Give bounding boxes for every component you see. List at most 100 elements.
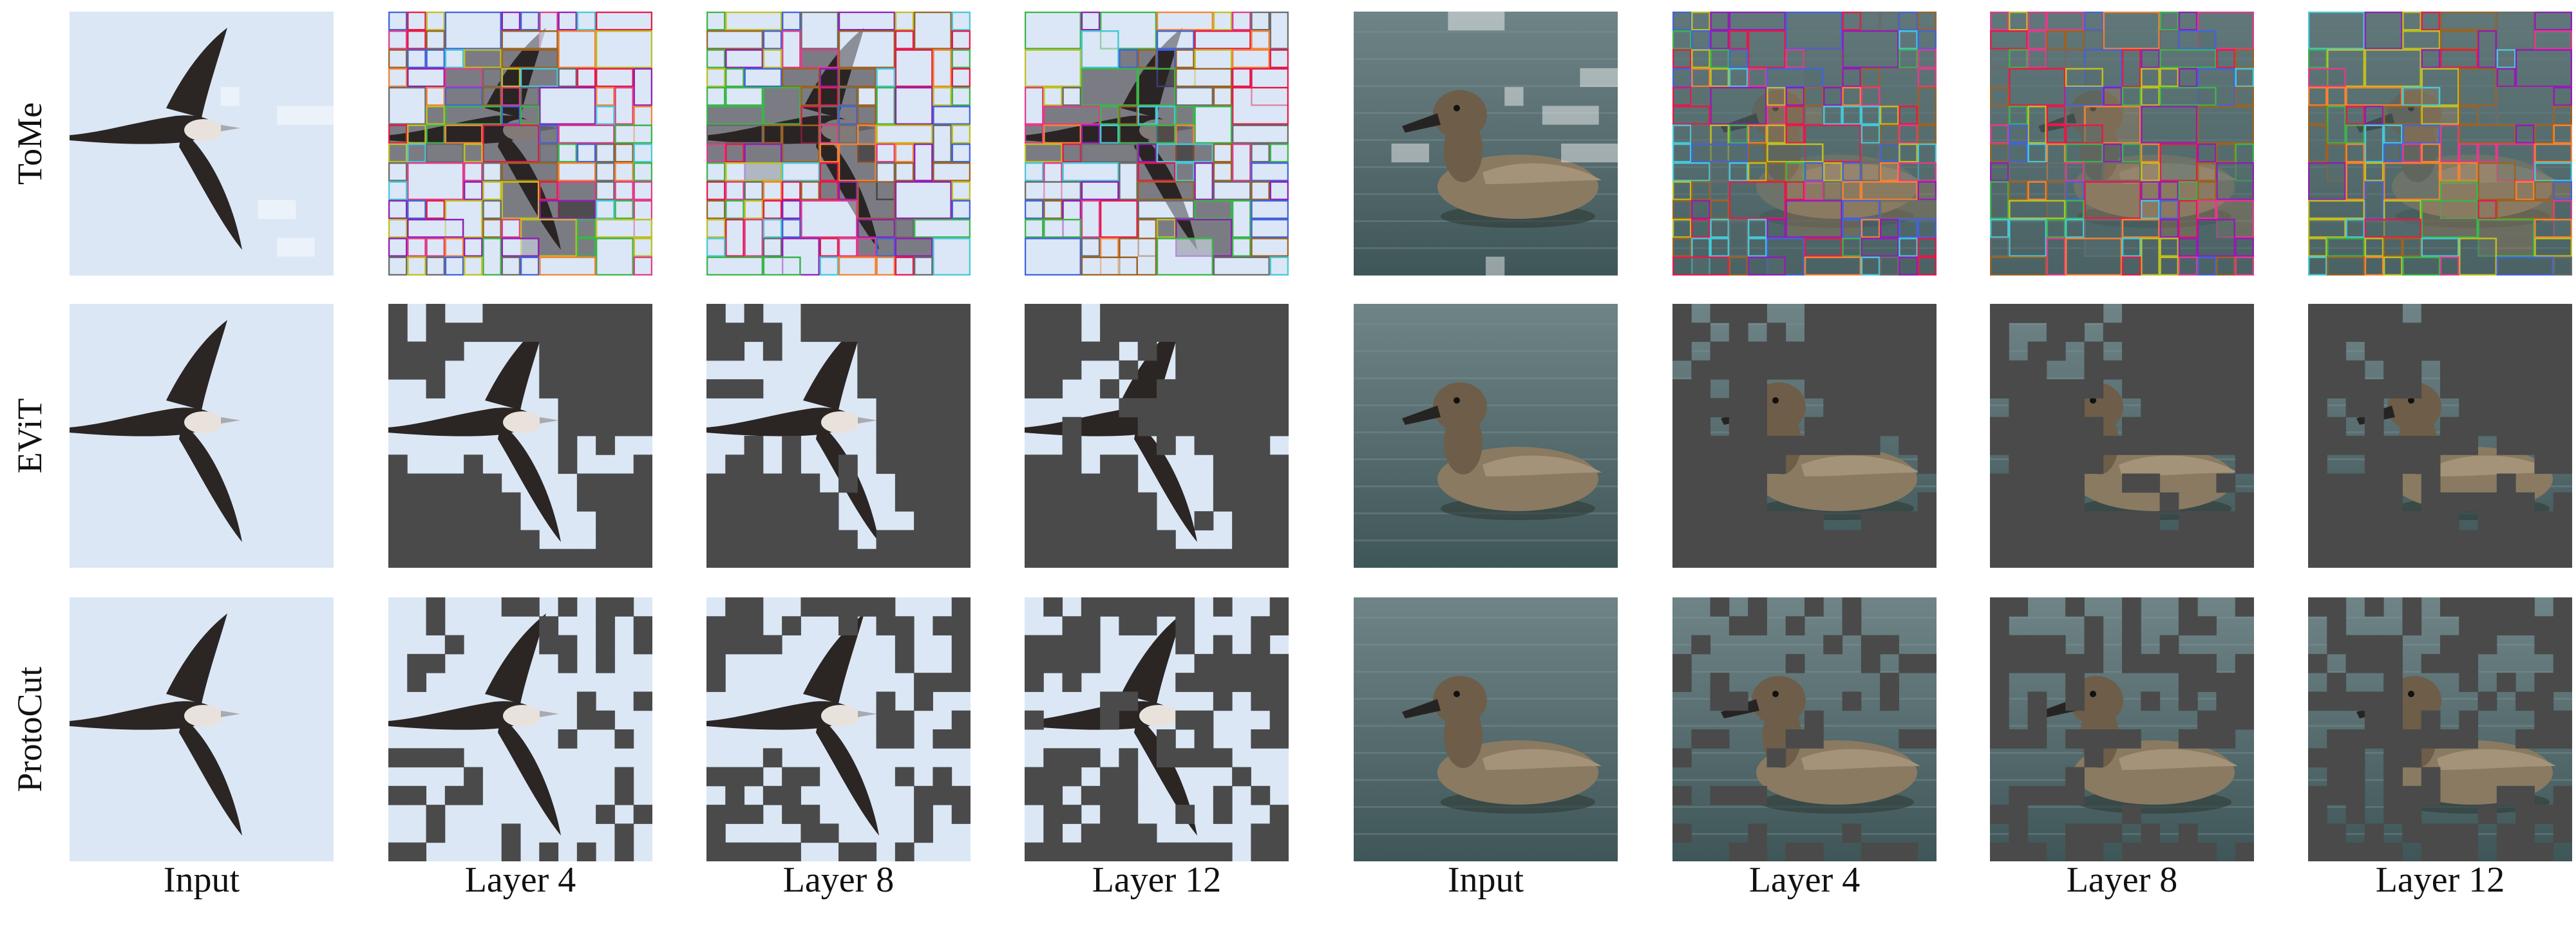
dropped-token <box>838 454 858 474</box>
merged-token <box>2159 30 2179 50</box>
merged-token <box>2364 238 2384 257</box>
dropped-token <box>388 323 408 342</box>
merged-token <box>1917 256 1937 276</box>
merged-token <box>2553 256 2572 276</box>
dropped-token <box>1861 360 1880 380</box>
dropped-token <box>596 436 615 455</box>
dropped-token <box>1785 436 1805 455</box>
dropped-token <box>2327 548 2347 568</box>
dropped-token <box>1990 653 2009 673</box>
dropped-token <box>1748 511 1767 530</box>
bird-body <box>70 115 219 144</box>
dropped-token <box>2216 417 2236 436</box>
dropped-token <box>2383 710 2403 730</box>
dropped-token <box>2308 492 2327 512</box>
dropped-token <box>1081 635 1101 655</box>
dropped-token <box>2027 360 2047 380</box>
dropped-token <box>1194 548 1214 568</box>
merged-token <box>1917 49 1937 69</box>
dropped-token <box>2235 673 2254 692</box>
dropped-token <box>2027 842 2047 861</box>
merged-token <box>706 162 726 182</box>
dropped-token <box>1119 823 1139 843</box>
dropped-token <box>1990 842 2009 861</box>
merged-token <box>819 86 839 106</box>
dropped-token <box>1269 597 1289 617</box>
dropped-token <box>2327 492 2347 512</box>
dropped-token <box>1213 492 1233 512</box>
merged-token <box>1231 68 1251 88</box>
dropped-token <box>838 323 858 342</box>
dropped-token <box>520 597 540 617</box>
dropped-token <box>2103 729 2123 749</box>
dropped-token <box>838 473 858 493</box>
dropped-token <box>2216 710 2236 730</box>
dropped-token <box>857 323 877 342</box>
dropped-token <box>1672 492 1692 512</box>
dropped-token <box>1043 597 1063 617</box>
panel-evit-duck-layer <box>1990 304 2254 568</box>
merged-token <box>781 218 801 238</box>
dropped-token <box>2459 635 2479 655</box>
dropped-token <box>2141 398 2161 418</box>
dropped-token <box>1213 360 1233 380</box>
dropped-token <box>782 785 801 805</box>
dropped-token <box>2477 360 2497 380</box>
dropped-token <box>388 360 408 380</box>
merged-token <box>1842 200 1880 220</box>
dropped-token <box>2364 653 2384 673</box>
dropped-token <box>2197 673 2217 692</box>
dropped-token <box>614 597 634 617</box>
dropped-token <box>2477 597 2497 617</box>
merged-token <box>2534 143 2572 163</box>
merged-token <box>501 49 558 69</box>
merged-token <box>1990 86 2009 106</box>
dropped-token <box>2515 805 2535 824</box>
merged-token <box>2327 106 2346 144</box>
dropped-token <box>1917 398 1937 418</box>
bird-image <box>706 597 971 861</box>
merged-token <box>725 143 744 163</box>
merged-token <box>1672 106 1710 125</box>
dropped-token <box>1251 673 1271 692</box>
merged-token <box>2383 143 2403 163</box>
dropped-token <box>2440 842 2459 861</box>
dropped-token <box>2496 436 2516 455</box>
merged-token <box>800 181 820 201</box>
merged-token <box>2159 238 2179 257</box>
dropped-token <box>1691 454 1711 474</box>
dropped-token <box>1766 323 1786 342</box>
merged-token <box>558 68 578 88</box>
dropped-token <box>933 341 952 361</box>
merged-token <box>1747 238 1767 257</box>
dropped-token <box>2345 436 2365 455</box>
duck-wing <box>1801 455 1920 476</box>
dropped-token <box>744 304 764 323</box>
dropped-token <box>744 530 764 550</box>
dropped-token <box>407 673 427 692</box>
merged-token <box>951 200 971 220</box>
dropped-token <box>1823 323 1843 342</box>
sky-background <box>70 304 334 568</box>
dropped-token <box>2027 785 2047 805</box>
merged-token <box>482 124 540 163</box>
dropped-token <box>1213 323 1233 342</box>
dropped-token <box>1100 548 1119 568</box>
dropped-token <box>2327 473 2347 493</box>
dropped-token <box>1899 436 1918 455</box>
dropped-token <box>520 304 540 323</box>
merged-token <box>595 143 615 163</box>
dropped-token <box>2421 341 2441 361</box>
dropped-token <box>951 454 971 474</box>
dropped-token <box>951 492 971 512</box>
merged-token <box>407 238 426 257</box>
merged-token <box>2084 162 2103 182</box>
dropped-token <box>1251 436 1271 455</box>
merged-token <box>951 30 971 50</box>
merged-token <box>595 181 615 201</box>
duck-eye <box>2090 397 2096 404</box>
merged-token <box>1156 218 1176 238</box>
dropped-token <box>539 842 559 861</box>
dropped-token <box>2553 304 2572 323</box>
dropped-token <box>2235 842 2254 861</box>
